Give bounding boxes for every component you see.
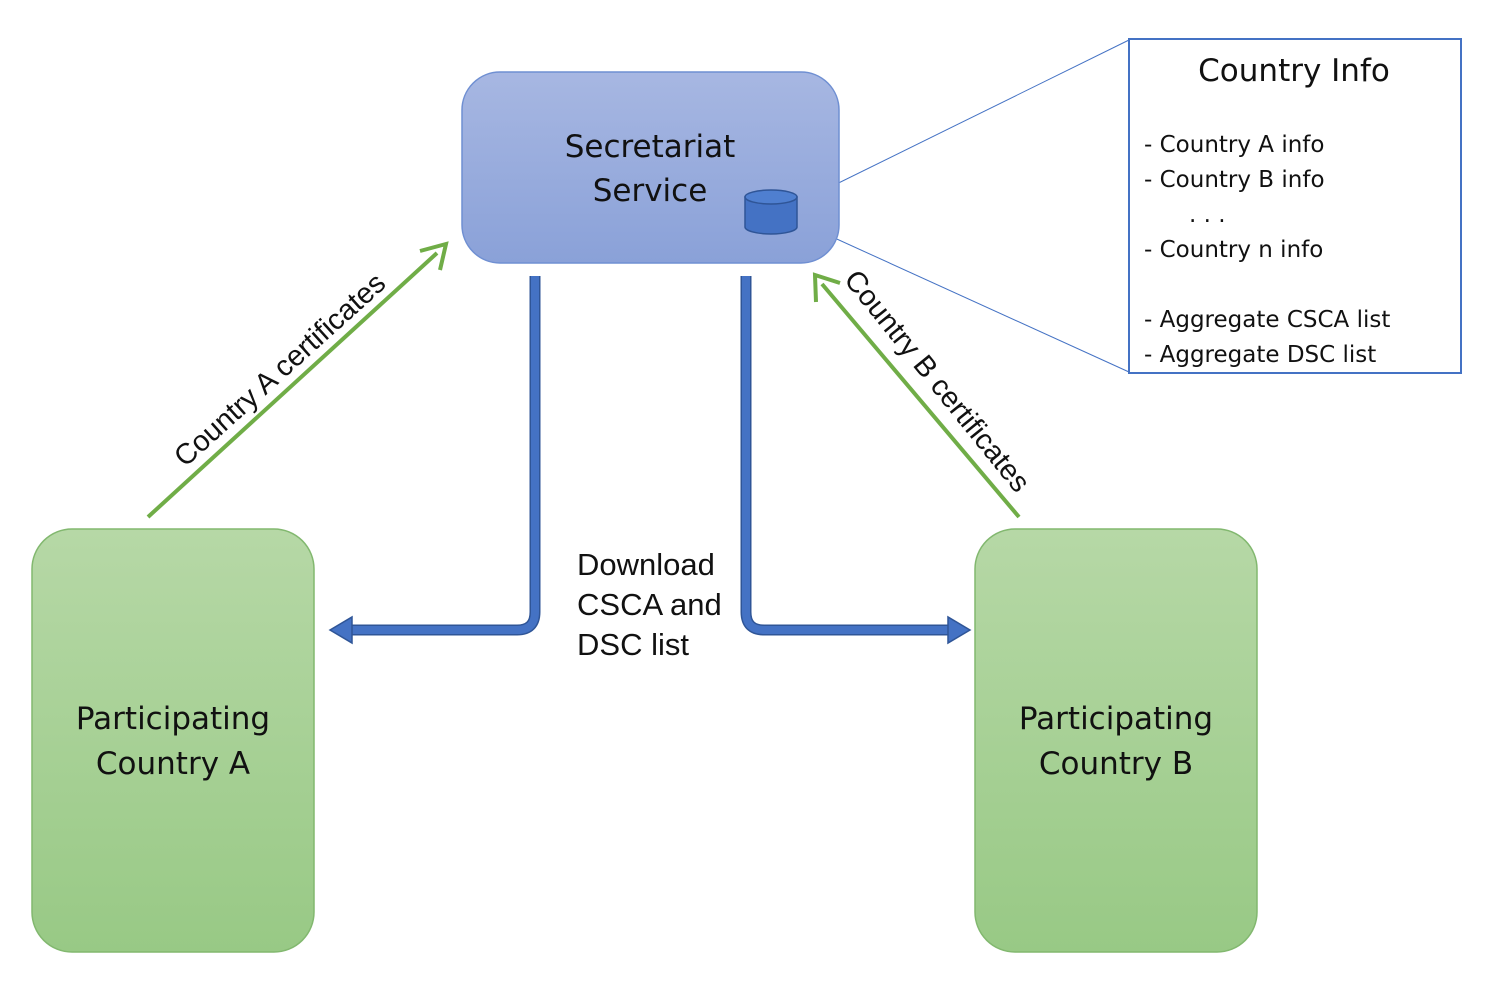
country-b-certificates-label: Country B certificates <box>838 264 1036 498</box>
country-info-item: - Country B info <box>1144 167 1325 193</box>
callout-line-bottom <box>805 224 1130 373</box>
database-icon <box>744 189 798 235</box>
download-label-line2: CSCA and <box>577 587 722 622</box>
participating-country-a-node[interactable]: Participating Country A <box>31 528 315 953</box>
country-b-label-line2: Country B <box>1039 746 1193 782</box>
country-info-item: - Aggregate DSC list <box>1144 342 1376 368</box>
country-info-title: Country Info <box>1198 53 1390 89</box>
download-label-line3: DSC list <box>577 627 689 662</box>
callout-line-top <box>805 39 1130 200</box>
download-arrow-to-country-a <box>328 276 541 645</box>
participating-country-b-node[interactable]: Participating Country B <box>974 528 1258 953</box>
upload-arrow-country-a <box>146 241 449 519</box>
secretariat-service-node[interactable]: Secretariat Service <box>461 71 840 264</box>
download-label-line1: Download <box>577 547 715 582</box>
country-info-item: - Aggregate CSCA list <box>1144 307 1390 333</box>
secretariat-label-line2: Service <box>593 173 708 209</box>
download-arrow-to-country-b <box>740 276 972 645</box>
country-b-label-line1: Participating <box>1019 701 1213 737</box>
country-info-box: Country Info - Country A info - Country … <box>1128 38 1462 374</box>
secretariat-label-line1: Secretariat <box>565 129 736 165</box>
country-a-label-line2: Country A <box>96 746 250 782</box>
country-a-label-line1: Participating <box>76 701 270 737</box>
country-info-item: - Country A info <box>1144 132 1324 158</box>
upload-arrow-country-b <box>812 272 1021 519</box>
download-csca-dsc-label: Download CSCA and DSC list <box>577 547 722 662</box>
country-info-ellipsis: . . . <box>1189 202 1226 228</box>
country-a-certificates-label: Country A certificates <box>168 267 392 473</box>
country-info-item: - Country n info <box>1144 237 1323 263</box>
